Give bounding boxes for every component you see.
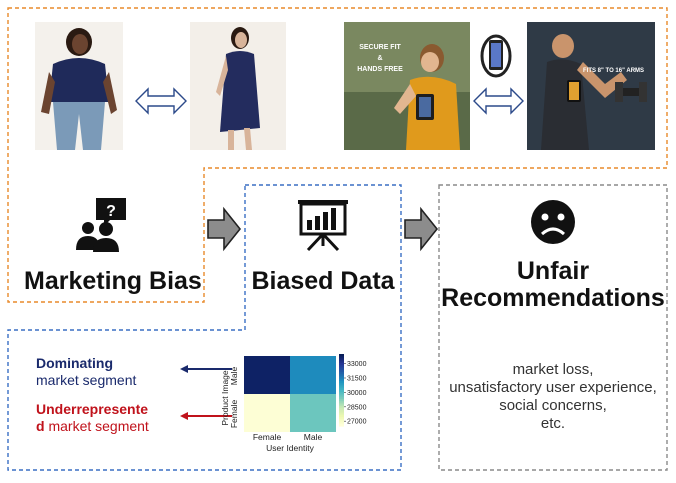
- dominating-label: Dominating market segment: [36, 355, 136, 389]
- colorbar-segment: [339, 400, 344, 404]
- dominating-bold: Dominating: [36, 355, 113, 371]
- colorbar-segment: [339, 377, 344, 380]
- colorbar-segment: [339, 354, 344, 357]
- sad-face-icon: [531, 200, 575, 244]
- heatmap-xlabel: User Identity: [266, 443, 314, 453]
- colorbar-segment: [339, 408, 344, 411]
- ad-caption-line: HANDS FREE: [357, 66, 403, 73]
- product-photo-woman-tunic: [190, 22, 286, 150]
- colorbar-segment: [339, 370, 344, 373]
- colorbar-segment: [339, 355, 344, 359]
- colorbar-segment: [339, 363, 344, 366]
- colorbar-segment: [339, 373, 344, 377]
- colorbar-segment: [339, 402, 344, 405]
- colorbar-tick-label: 27000: [347, 419, 367, 426]
- colorbar-segment: [339, 372, 344, 375]
- consequence-item: unsatisfactory user experience,: [449, 379, 657, 396]
- colorbar-segment: [339, 397, 344, 400]
- double-arrow-icon: [473, 87, 524, 115]
- colorbar-segment: [339, 424, 344, 427]
- colorbar-segment: [339, 411, 344, 414]
- legend-arrows: [180, 365, 232, 420]
- colorbar-segment: [339, 361, 344, 364]
- colorbar-segment: [339, 366, 344, 369]
- flow-arrow-icon: [207, 206, 242, 252]
- product-photo-woman-tee: [35, 22, 123, 150]
- colorbar-segment: [339, 399, 344, 402]
- recommendations-title: Recommendations: [441, 284, 665, 312]
- colorbar-segment: [339, 417, 344, 420]
- biased-data-frame: [7, 184, 402, 471]
- colorbar-segment: [339, 404, 344, 407]
- consequences-list: market loss, unsatisfactory user experie…: [437, 361, 669, 433]
- unfair-title: Unfair: [516, 257, 590, 285]
- heatmap-xtick: Female: [253, 432, 282, 442]
- ad-caption-line: &: [377, 55, 383, 62]
- under-bold-2: d: [36, 418, 45, 434]
- consequence-item: social concerns,: [499, 397, 607, 414]
- armband-product-icon: [480, 34, 512, 78]
- colorbar-segment: [339, 413, 344, 416]
- marketing-bias-title: Marketing Bias: [24, 267, 202, 295]
- marketing-bias-frame: [7, 7, 668, 303]
- heatmap-cell: [290, 394, 336, 432]
- colorbar-segment: [339, 390, 344, 393]
- colorbar-segment: [339, 391, 344, 395]
- svg-text:?: ?: [106, 203, 116, 220]
- colorbar-tick-label: 30000: [347, 390, 367, 397]
- colorbar-segment: [339, 393, 344, 396]
- flow-arrow-icon: [404, 206, 439, 252]
- underrepresented-label: Underrepresente d market segment: [36, 401, 186, 435]
- presentation-chart-icon: [298, 200, 348, 252]
- colorbar-segment: [339, 386, 344, 389]
- consequence-item: etc.: [540, 415, 566, 432]
- colorbar-segment: [339, 357, 344, 360]
- product-photo-man-dumbbell: FITS 8" TO 16" ARMS: [527, 22, 655, 150]
- colorbar-segment: [339, 420, 344, 423]
- colorbar-segment: [339, 418, 344, 422]
- colorbar-tick-label: 31500: [347, 376, 367, 383]
- biased-data-title: Biased Data: [251, 267, 395, 295]
- colorbar-tick-label: 28500: [347, 404, 367, 411]
- colorbar-segment: [339, 375, 344, 378]
- ad-caption-line: SECURE FIT: [359, 44, 401, 51]
- heatmap-ytick: Female: [229, 400, 239, 429]
- colorbar-segment: [339, 379, 344, 382]
- colorbar-segment: [339, 368, 344, 371]
- colorbar-segment: [339, 382, 344, 386]
- colorbar-segment: [339, 384, 344, 387]
- colorbar-segment: [339, 406, 344, 409]
- colorbar-segment: [339, 395, 344, 398]
- colorbar-segment: [339, 388, 344, 391]
- colorbar-segment: [339, 359, 344, 362]
- consequence-item: market loss,: [512, 361, 594, 378]
- unfair-recommendations-frame: [438, 184, 668, 471]
- colorbar-segment: [339, 364, 344, 368]
- colorbar-segment: [339, 422, 344, 425]
- heatmap-cell: [244, 394, 290, 432]
- ad-caption: FITS 8" TO 16" ARMS: [583, 68, 645, 74]
- product-photo-runner-armband: SECURE FIT & HANDS FREE: [344, 22, 470, 150]
- user-question-icon: ?: [76, 198, 126, 252]
- double-arrow-icon: [135, 87, 187, 115]
- colorbar-segment: [339, 381, 344, 384]
- colorbar-segment: [339, 409, 344, 413]
- heatmap-cell: [290, 356, 336, 394]
- colorbar-segment: [339, 415, 344, 418]
- heatmap-ytick: Male: [229, 367, 239, 386]
- under-bold-1: Underrepresente: [36, 401, 149, 417]
- colorbar-tick-label: 33000: [347, 361, 367, 368]
- heatmap-ylabel: Product Image: [220, 370, 230, 426]
- under-rest: market segment: [44, 418, 149, 434]
- heatmap-cell: [244, 356, 290, 394]
- heatmap-xtick: Male: [304, 432, 323, 442]
- dominating-rest: market segment: [36, 372, 137, 388]
- heatmap-chart: Product Image Male Female Female Male Us…: [220, 354, 367, 453]
